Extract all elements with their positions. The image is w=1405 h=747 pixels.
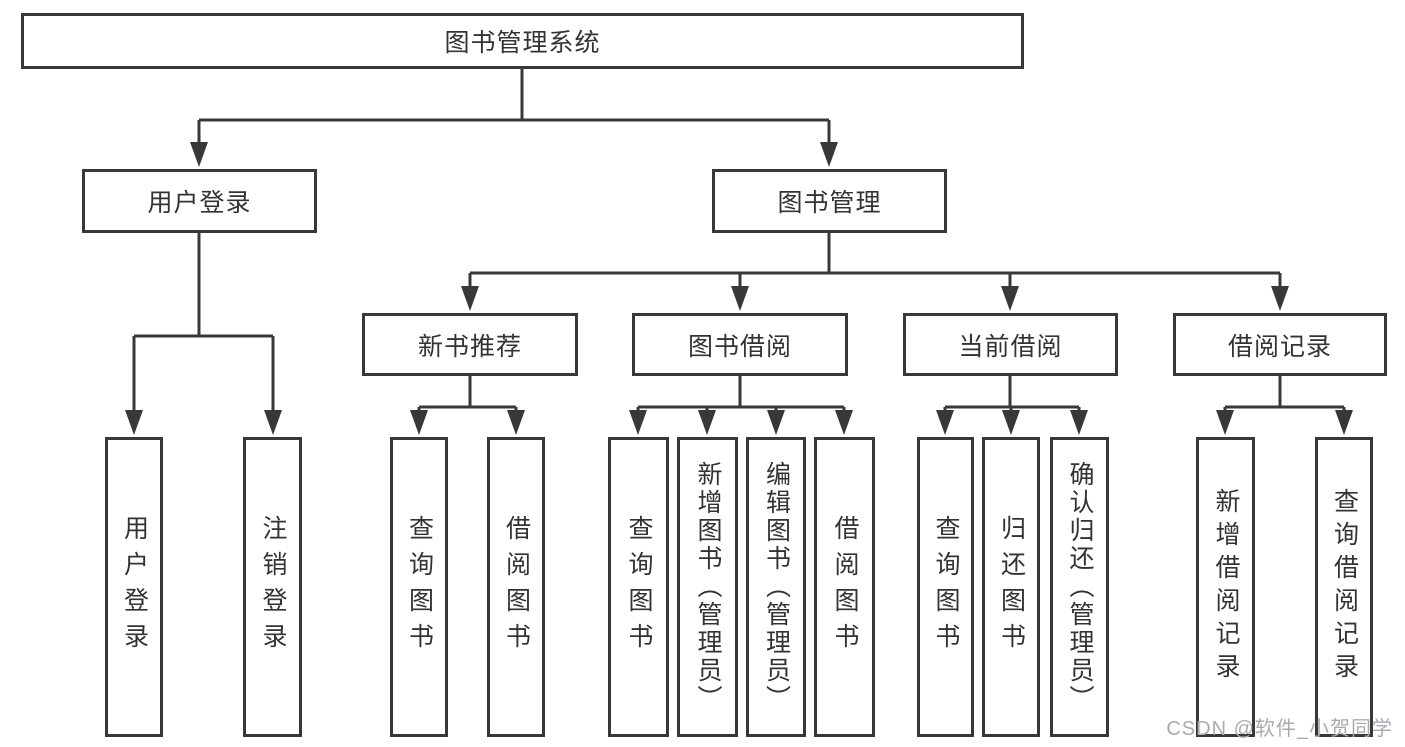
leaf-logout-label: 注销登录: [259, 515, 287, 659]
leaf-current-query-books-label: 查询图书: [932, 515, 960, 659]
leaf-current-confirm-return-admin-label: 确认归还（管理员）: [1066, 461, 1094, 713]
leaf-borrow-query-books: 查询图书: [608, 437, 669, 737]
node-current-borrowing: 当前借阅: [903, 313, 1118, 376]
leaf-rec-query-books: 查询图书: [390, 437, 448, 737]
leaf-borrow-add-books-admin: 新增图书（管理员）: [677, 437, 738, 737]
leaf-borrow-borrow-books-label: 借阅图书: [831, 515, 859, 659]
leaf-current-confirm-return-admin: 确认归还（管理员）: [1050, 437, 1109, 737]
leaf-login: 用户登录: [105, 437, 163, 737]
leaf-current-return-books-label: 归还图书: [997, 515, 1026, 659]
leaf-borrow-edit-books-admin: 编辑图书（管理员）: [746, 437, 806, 737]
node-user-login-label: 用户登录: [147, 189, 252, 217]
node-user-login: 用户登录: [82, 169, 317, 233]
watermark: CSDN @软件_小贺同学: [1166, 718, 1393, 740]
node-borrowing-records-label: 借阅记录: [1227, 332, 1332, 361]
node-book-borrowing-label: 图书借阅: [687, 332, 792, 361]
node-borrowing-records: 借阅记录: [1173, 313, 1387, 376]
node-root-label: 图书管理系统: [444, 29, 601, 57]
leaf-rec-query-books-label: 查询图书: [405, 515, 434, 659]
node-new-book-recommend: 新书推荐: [362, 313, 578, 376]
leaf-rec-borrow-books: 借阅图书: [487, 437, 545, 737]
node-book-management: 图书管理: [712, 169, 947, 233]
leaf-rec-borrow-books-label: 借阅图书: [502, 515, 531, 659]
node-new-book-recommend-label: 新书推荐: [417, 332, 522, 361]
leaf-current-query-books: 查询图书: [917, 437, 974, 737]
node-book-management-label: 图书管理: [777, 189, 882, 217]
leaf-login-label: 用户登录: [120, 515, 149, 659]
node-root: 图书管理系统: [21, 13, 1024, 69]
leaf-logout: 注销登录: [243, 437, 302, 737]
leaf-records-add-record-label: 新增借阅记录: [1212, 488, 1240, 686]
leaf-records-add-record: 新增借阅记录: [1196, 437, 1255, 737]
leaf-borrow-query-books-label: 查询图书: [625, 515, 653, 659]
arrowheads: [125, 142, 1353, 435]
leaf-records-query-record: 查询借阅记录: [1315, 437, 1373, 737]
leaf-borrow-edit-books-admin-label: 编辑图书（管理员）: [762, 461, 791, 713]
leaf-borrow-borrow-books: 借阅图书: [814, 437, 875, 737]
leaf-borrow-add-books-admin-label: 新增图书（管理员）: [694, 461, 722, 713]
node-current-borrowing-label: 当前借阅: [958, 332, 1063, 361]
leaf-current-return-books: 归还图书: [982, 437, 1040, 737]
node-book-borrowing: 图书借阅: [632, 313, 848, 376]
leaf-records-query-record-label: 查询借阅记录: [1330, 488, 1359, 686]
